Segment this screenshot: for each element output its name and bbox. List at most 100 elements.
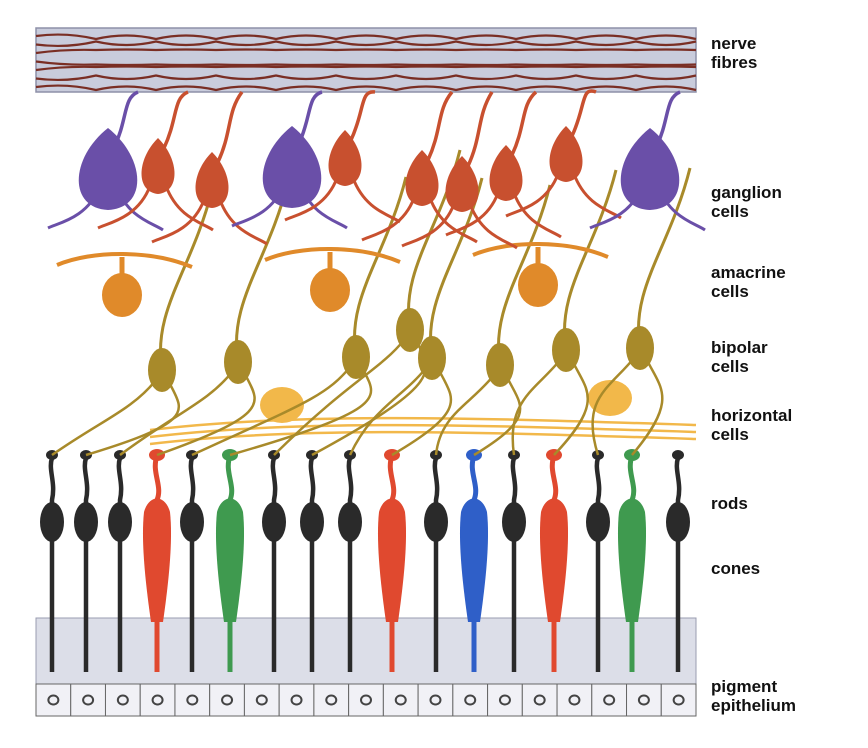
epithelium-nucleus: [255, 694, 268, 706]
rod-cell: [308, 457, 316, 672]
epithelium-cell: [104, 683, 141, 717]
epithelium-nucleus: [82, 694, 95, 706]
amacrine-cell-body: [518, 263, 558, 307]
rod-cell: [510, 457, 518, 672]
rod-cell: [82, 457, 90, 672]
epithelium-nucleus: [47, 694, 60, 706]
outer-segment-band: [35, 617, 697, 685]
epithelium-cell: [521, 683, 558, 717]
epithelium-nucleus: [672, 694, 685, 706]
rod-body: [338, 502, 362, 542]
rod-body: [180, 502, 204, 542]
ganglion-dendrite: [401, 203, 456, 248]
amacrine-process: [56, 252, 193, 269]
rod-body: [586, 502, 610, 542]
ganglion-axon: [466, 91, 494, 167]
bipolar-dendrite: [156, 371, 256, 457]
ganglion-cell-body: [405, 150, 439, 206]
epithelium-cell: [487, 683, 523, 717]
bipolar-dendrite: [631, 357, 664, 456]
epithelium-cell: [139, 683, 176, 717]
epithelium-nucleus: [116, 694, 129, 706]
bipolar-dendrite: [553, 359, 589, 456]
label-pigment-epithelium: pigment epithelium: [711, 677, 797, 715]
bipolar-dendrite: [511, 359, 561, 456]
nerve-fibre: [35, 48, 697, 55]
nerve-fibre: [35, 40, 697, 48]
epithelium-nucleus: [498, 694, 511, 706]
rod-cell: [270, 457, 278, 672]
ganglion-dendrite: [151, 199, 206, 244]
ganglion-dendrite: [218, 199, 268, 246]
rod-terminal: [672, 450, 684, 460]
rod-body: [40, 502, 64, 542]
bipolar-dendrite: [391, 367, 453, 457]
ganglion-dendrite: [445, 192, 500, 237]
cone-body: [215, 498, 245, 622]
rod-cell: [594, 457, 602, 672]
rod-cell: [48, 457, 56, 672]
epithelium-nucleus: [325, 694, 338, 706]
ganglion-axon: [570, 89, 597, 137]
ganglion-axon: [510, 90, 538, 156]
horizontal-cell-body: [260, 387, 304, 423]
bipolar-dendrite: [51, 379, 157, 457]
nerve-fibre: [35, 74, 697, 82]
epithelium-cell: [452, 683, 489, 717]
ganglion-cell-body: [78, 128, 138, 210]
bipolar-dendrite: [591, 357, 635, 456]
epithelium-cell: [243, 683, 280, 717]
ganglion-dendrite: [468, 203, 518, 250]
bipolar-cell-body: [626, 326, 654, 370]
photoreceptor-layer: [40, 449, 690, 672]
ganglion-axon: [216, 90, 244, 163]
horizontal-process: [149, 430, 697, 446]
ganglion-dendrite: [97, 185, 152, 230]
rod-cell: [674, 457, 682, 672]
label-bipolar-cells: bipolar cells: [711, 338, 768, 376]
amacrine-cell-body: [102, 273, 142, 317]
bipolar-cell-body: [148, 348, 176, 392]
nerve-fibre-layer: [35, 27, 697, 93]
bipolar-cell-body: [396, 308, 424, 352]
label-amacrine-cells: amacrine cells: [711, 263, 786, 301]
bipolar-cell-layer: [51, 149, 692, 457]
ganglion-cell-body: [445, 156, 479, 212]
rod-cell: [432, 457, 440, 672]
ganglion-cell-body: [620, 128, 680, 210]
ganglion-cell-body: [262, 126, 322, 208]
epithelium-nucleus: [360, 694, 372, 706]
ganglion-dendrite: [284, 177, 339, 222]
epithelium-cell: [278, 683, 315, 717]
ganglion-dendrite: [428, 197, 478, 244]
label-ganglion-cells: ganglion cells: [711, 183, 782, 221]
ganglion-axon: [162, 90, 189, 149]
bipolar-dendrite: [473, 374, 522, 457]
ganglion-dendrite: [351, 177, 401, 224]
ganglion-axon: [349, 90, 376, 141]
epithelium-cell: [313, 683, 350, 717]
bipolar-cell-body: [342, 335, 370, 379]
cone-body: [617, 498, 647, 622]
nerve-fibre: [35, 33, 697, 41]
bipolar-dendrite: [273, 339, 405, 456]
ganglion-cell-body: [141, 138, 175, 194]
epithelium-nucleus: [568, 694, 581, 706]
ganglion-axon: [426, 90, 454, 161]
bipolar-dendrite: [191, 366, 351, 457]
rod-body: [262, 502, 286, 542]
epithelium-cell: [70, 683, 106, 717]
epithelium-nucleus: [533, 694, 546, 706]
bipolar-dendrite: [434, 374, 495, 456]
amacrine-process: [264, 247, 401, 264]
rod-cell: [346, 457, 354, 672]
nerve-fibre: [35, 65, 697, 72]
ganglion-dendrite: [512, 192, 562, 239]
bipolar-dendrite: [229, 366, 373, 457]
rod-body: [666, 502, 690, 542]
epithelium-cell: [382, 683, 419, 717]
nerve-fibre: [35, 60, 697, 67]
rod-body: [108, 502, 132, 542]
ganglion-cell-body: [328, 130, 362, 186]
